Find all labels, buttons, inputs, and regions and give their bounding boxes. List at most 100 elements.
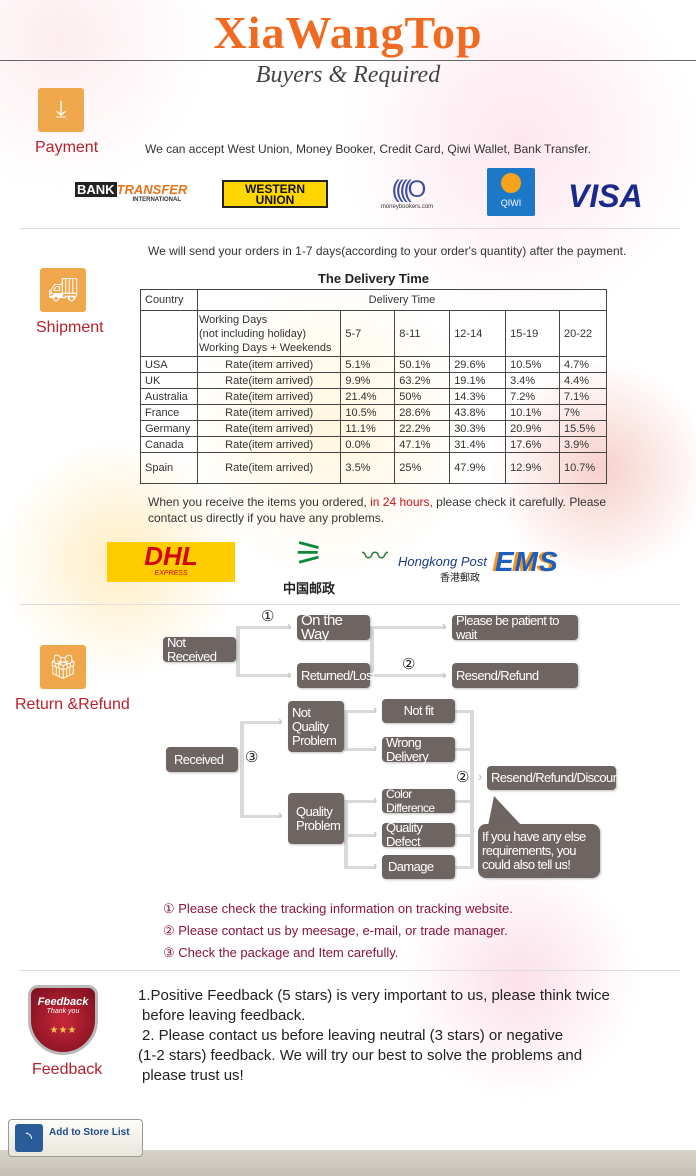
country-cell: Spain <box>140 452 198 484</box>
rate-cell: 7.2% <box>505 388 560 405</box>
rate-cell: 30.3% <box>449 420 507 437</box>
metric-cell: Rate(item arrived) <box>196 404 342 421</box>
section-divider <box>20 970 680 971</box>
rate-cell: 31.4% <box>449 436 507 453</box>
days-line: Working Days + Weekends <box>198 341 332 354</box>
note-text: When you receive the items you ordered, <box>148 495 371 509</box>
rate-cell: 4.4% <box>558 372 608 389</box>
return-note: ③ Check the package and Item carefully. <box>163 945 399 960</box>
store-button-label: Add to Store List <box>49 1126 130 1138</box>
marker-2: ② <box>456 769 470 786</box>
dhl-text: DHL <box>144 541 198 571</box>
rate-cell: 63.2% <box>394 372 451 389</box>
rate-cell: 5.1% <box>340 356 396 373</box>
rate-cell: 3.9% <box>558 436 608 453</box>
country-cell: Canada <box>140 436 198 453</box>
rate-cell: 47.1% <box>394 436 451 453</box>
flow-resend-refund: Resend/Refund <box>452 663 578 688</box>
rate-cell: 12.9% <box>505 452 560 484</box>
metric-cell: Rate(item arrived) <box>196 388 342 405</box>
flow-wrong-delivery: Wrong Delivery <box>382 735 455 763</box>
range: 5-7 <box>340 310 396 357</box>
rate-cell: 10.5% <box>505 356 560 373</box>
rate-cell: 10.1% <box>505 404 560 421</box>
flow-returned-lost: Returned/Lost <box>297 663 375 688</box>
rate-cell: 7% <box>558 404 608 421</box>
feedback-line: 2. Please contact us before leaving neut… <box>142 1027 564 1044</box>
rate-cell: 17.6% <box>505 436 560 453</box>
badge-sub: Thank you <box>46 1008 80 1015</box>
days-line: (not including holiday) <box>198 327 306 340</box>
flow-not-quality-problem: Not Quality Problem <box>288 701 344 752</box>
return-note: ① Please check the tracking information … <box>163 901 513 916</box>
payment-text: We can accept West Union, Money Booker, … <box>145 142 591 156</box>
page-subtitle: Buyers & Required <box>255 62 441 88</box>
flow-speech-bubble: If you have any else requirements, you c… <box>478 824 600 878</box>
feedback-text: 1.Positive Feedback (5 stars) is very im… <box>138 986 658 1086</box>
marker-3: ③ <box>245 749 259 766</box>
moneybookers-text: moneybookers.com <box>380 204 434 210</box>
country-cell: UK <box>140 372 198 389</box>
metric-cell: Rate(item arrived) <box>196 420 342 437</box>
rss-icon: ◝ <box>15 1124 43 1152</box>
flow-not-received: Not Received <box>163 635 236 663</box>
return-refund-label: Return &Refund <box>15 696 130 713</box>
rate-cell: 14.3% <box>449 388 507 405</box>
rate-cell: 0.0% <box>340 436 396 453</box>
store-title: XiaWangTop <box>213 7 483 58</box>
dhl-sub: EXPRESS <box>154 570 188 577</box>
rate-cell: 29.6% <box>449 356 507 373</box>
country-cell: Australia <box>140 388 198 405</box>
header-working-days: Working Days(not including holiday)Worki… <box>196 310 342 357</box>
country-cell: France <box>140 404 198 421</box>
rate-cell: 7.1% <box>558 388 608 405</box>
truck-icon: 🚚︎ <box>40 268 86 312</box>
rate-cell: 25% <box>394 452 451 484</box>
rate-cell: 10.7% <box>558 452 608 484</box>
rate-cell: 28.6% <box>394 404 451 421</box>
china-post-text: 中国邮政 <box>282 581 335 596</box>
metric-cell: Rate(item arrived) <box>196 356 342 373</box>
days-line: Working Days <box>198 313 268 326</box>
header-divider <box>0 60 696 61</box>
rate-cell: 50% <box>394 388 451 405</box>
range: 15-19 <box>505 310 560 357</box>
range: 12-14 <box>449 310 507 357</box>
international-text: INTERNATIONAL <box>132 197 181 203</box>
header-country: Country <box>140 289 198 311</box>
speech-bubble-tail <box>488 796 522 826</box>
rate-cell: 11.1% <box>340 420 396 437</box>
hk-cn-text: 香港郵政 <box>440 573 480 584</box>
metric-cell: Rate(item arrived) <box>196 452 342 484</box>
rate-cell: 19.1% <box>449 372 507 389</box>
visa-logo: VISA <box>568 178 643 214</box>
feedback-label: Feedback <box>32 1061 103 1078</box>
rate-cell: 22.2% <box>394 420 451 437</box>
country-cell: Germany <box>140 420 198 437</box>
section-divider <box>20 604 680 605</box>
flow-not-fit: Not fit <box>382 699 455 723</box>
flow-patient: Please be patient to wait <box>452 613 578 641</box>
rate-cell: 21.4% <box>340 388 396 405</box>
country-cell: USA <box>140 356 198 373</box>
flow-damage: Damage <box>382 855 455 879</box>
marker-2: ② <box>402 656 416 673</box>
qiwi-logo: QIWI <box>487 168 535 216</box>
metric-cell: Rate(item arrived) <box>196 436 342 453</box>
note-text: please check it carefully. Please contac… <box>148 495 607 525</box>
add-to-store-list-button[interactable]: ◝ Add to Store List <box>8 1119 143 1157</box>
range: 8-11 <box>394 310 451 357</box>
flow-quality-problem: Quality Problem <box>288 793 344 844</box>
rate-cell: 9.9% <box>340 372 396 389</box>
gift-icon: 🎁︎ <box>40 645 86 689</box>
union-text: UNION <box>255 193 295 207</box>
flow-on-the-way: On the Way <box>297 613 370 642</box>
flow-quality-defect: Quality Defect <box>382 821 455 849</box>
